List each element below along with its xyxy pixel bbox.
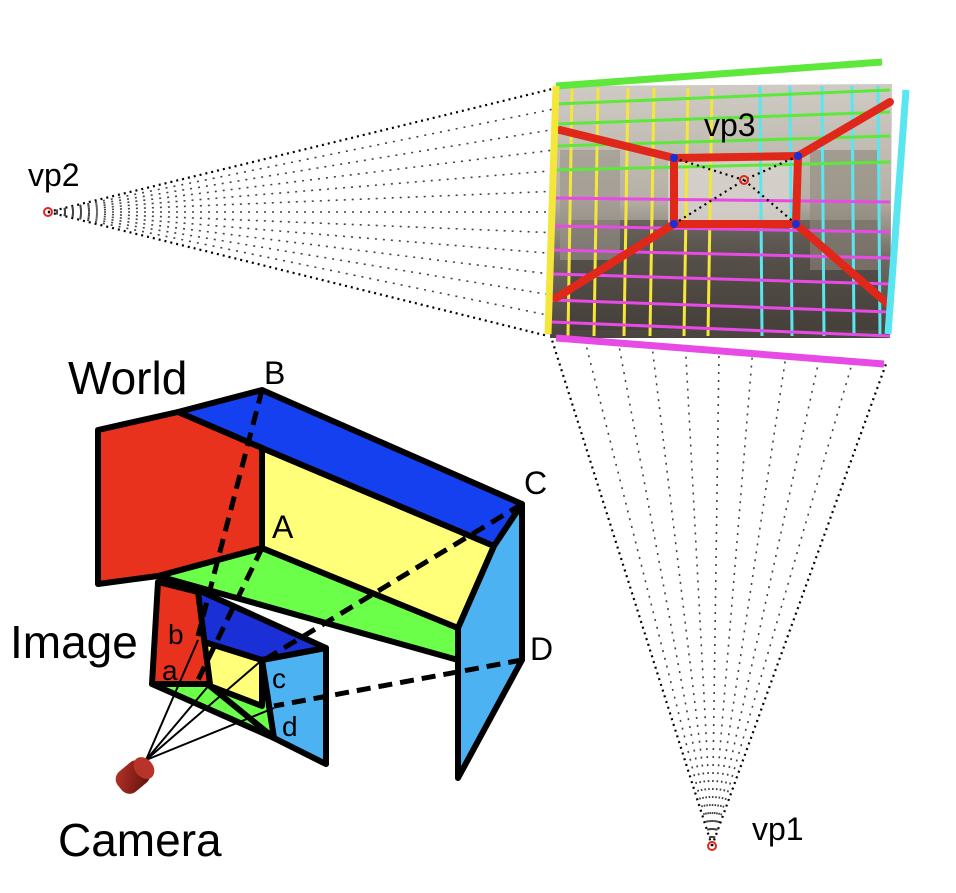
- grid-line-green: [555, 110, 891, 126]
- image-right-wall: [259, 645, 329, 767]
- bottom-magenta-edge: [555, 334, 885, 368]
- vp1-line: [684, 349, 713, 847]
- vp2-line: [47, 211, 552, 234]
- point-c: c: [272, 663, 286, 694]
- point-b: b: [168, 619, 184, 650]
- point-d: d: [282, 711, 298, 742]
- camera-icon: [115, 757, 155, 794]
- vp1-line: [651, 347, 713, 847]
- top-green-edge: [555, 58, 883, 90]
- grid-line-cyan: [758, 85, 764, 337]
- vp3-lines: [673, 154, 799, 225]
- vp1-line: [711, 351, 720, 847]
- vp1-line: [711, 356, 787, 847]
- vp2-line: [47, 128, 555, 213]
- vp2-line: [47, 210, 549, 338]
- world-right-wall: [455, 501, 525, 781]
- point-D: D: [530, 631, 553, 667]
- vp2-line: [47, 211, 551, 255]
- grid-line-yellow: [648, 87, 656, 337]
- vp2-line: [47, 86, 557, 214]
- image-label: Image: [10, 616, 138, 668]
- grid-line-yellow: [682, 87, 690, 337]
- vp1-label: vp1: [752, 811, 804, 847]
- vp2-line: [47, 169, 554, 213]
- room-back-wall: [668, 158, 796, 226]
- vp1-vanishing-lines: [550, 339, 888, 847]
- vp2-vanishing-lines: [47, 86, 557, 338]
- grid-line-cyan: [788, 85, 794, 337]
- vp1-line: [711, 359, 820, 847]
- point-B: B: [264, 355, 285, 391]
- vp2-line: [47, 211, 550, 296]
- grid-line-green: [555, 88, 891, 106]
- vp3-marker: [739, 175, 749, 185]
- grid-line-magenta: [551, 196, 891, 204]
- point-C: C: [524, 465, 547, 501]
- camera-label: Camera: [58, 814, 222, 866]
- world-box: [95, 387, 525, 781]
- vp3-label: vp3: [704, 107, 756, 143]
- vp2-line: [47, 211, 549, 317]
- vp1-line: [550, 339, 714, 847]
- grid-line-magenta: [551, 320, 891, 338]
- vp1-line: [710, 363, 888, 847]
- camera-rays: [145, 639, 275, 761]
- grid-line-cyan: [820, 85, 826, 337]
- vp2-label: vp2: [28, 157, 80, 193]
- projection-lines: [195, 389, 524, 709]
- point-A: A: [272, 509, 294, 545]
- grid-line-yellow: [592, 87, 600, 337]
- room-wireframe: [552, 98, 894, 308]
- left-yellow-edge: [544, 85, 560, 335]
- grid-line-yellow: [706, 87, 714, 337]
- grid-line-magenta: [551, 272, 891, 286]
- point-a: a: [162, 655, 178, 686]
- vp2-marker: [43, 207, 53, 217]
- vp1-line: [584, 342, 713, 847]
- vp1-marker: [707, 841, 717, 851]
- world-label: World: [68, 352, 187, 404]
- room-side-wall: [810, 150, 880, 270]
- right-cyan-edge: [884, 89, 910, 335]
- vp2-line: [47, 149, 555, 213]
- grid-line-magenta: [551, 224, 891, 234]
- vp1-line: [711, 361, 854, 847]
- corner-markers: [670, 152, 802, 228]
- vp2-line: [47, 107, 556, 213]
- vp2-line: [47, 211, 551, 275]
- grid-line-magenta: [551, 298, 891, 314]
- vp1-line: [618, 344, 713, 847]
- grid-line-yellow: [622, 87, 630, 337]
- grid-line-green: [555, 160, 891, 172]
- vp2-line: [47, 190, 553, 213]
